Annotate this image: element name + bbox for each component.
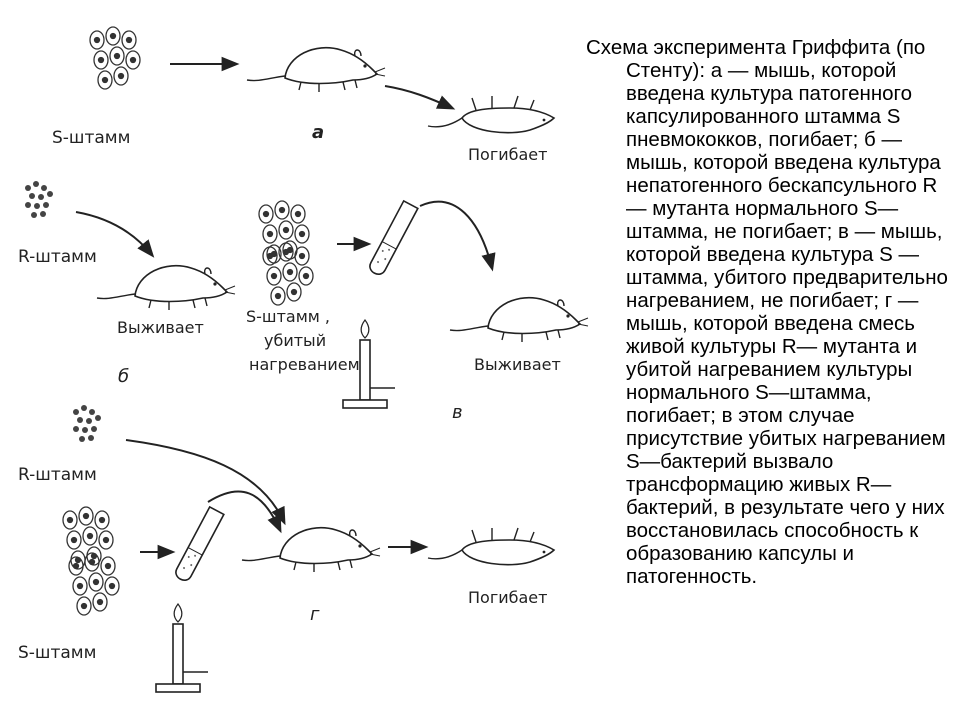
label-r-strain-b: R-штамм bbox=[18, 247, 97, 267]
panel-letter-v: в bbox=[452, 402, 463, 423]
mouse-live-v bbox=[449, 296, 589, 343]
label-survives-v: Выживает bbox=[474, 355, 561, 374]
label-s-killed-2: убитый bbox=[264, 331, 326, 350]
mouse-live-a bbox=[246, 46, 386, 93]
label-dies-a: Погибает bbox=[468, 145, 547, 164]
s-strain-bacteria-v-2 bbox=[262, 242, 314, 306]
r-strain-bacteria-b bbox=[25, 181, 53, 218]
arrow-b bbox=[75, 211, 155, 258]
s-strain-bacteria-a bbox=[89, 26, 141, 90]
mouse-live-b bbox=[96, 264, 236, 311]
mouse-dead-a bbox=[427, 95, 555, 134]
label-s-strain-g: S-штамм bbox=[18, 643, 96, 663]
figure-caption: Схема эксперимента Гриффита (по Стенту):… bbox=[586, 36, 948, 588]
arrow-v2 bbox=[419, 200, 496, 272]
panel-letter-a: а bbox=[312, 122, 324, 143]
arrow-g1 bbox=[125, 439, 286, 526]
mouse-dead-g bbox=[427, 527, 555, 566]
label-s-strain-a: S-штамм bbox=[52, 128, 130, 148]
test-tube-g bbox=[172, 506, 225, 584]
label-r-strain-g: R-штамм bbox=[18, 465, 97, 485]
label-s-killed-1: S-штамм , bbox=[246, 307, 330, 326]
arrow-a2 bbox=[384, 85, 456, 110]
arrow-g3 bbox=[207, 490, 282, 534]
panel-letter-b: б bbox=[118, 366, 129, 387]
panel-letter-g: г bbox=[310, 604, 320, 625]
test-tube-v bbox=[366, 200, 419, 278]
label-s-killed-3: нагреванием bbox=[249, 355, 360, 374]
label-dies-g: Погибает bbox=[468, 588, 547, 607]
mouse-live-g bbox=[241, 526, 381, 573]
label-survives-b: Выживает bbox=[117, 318, 204, 337]
burner-g bbox=[155, 603, 209, 693]
r-strain-bacteria-g bbox=[73, 405, 101, 442]
